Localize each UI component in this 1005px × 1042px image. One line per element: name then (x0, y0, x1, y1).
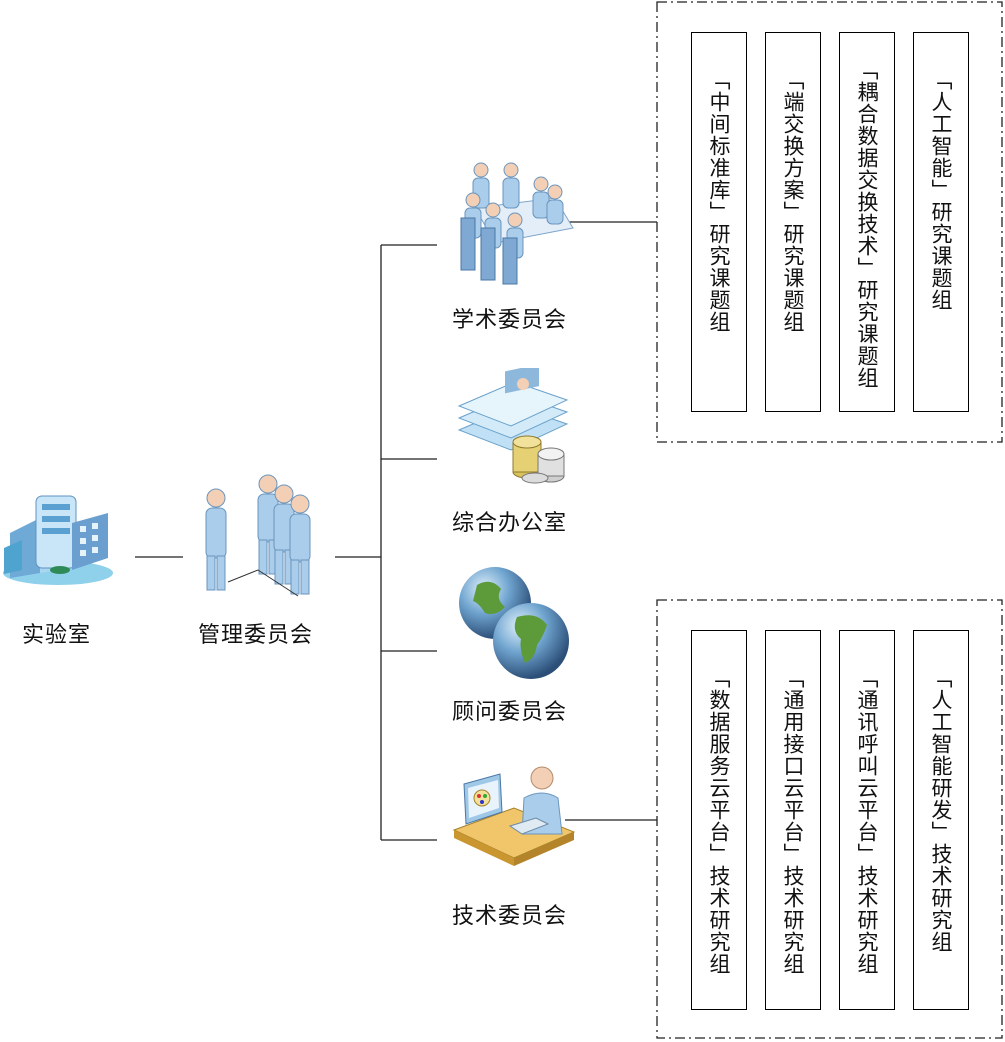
globes-icon (459, 567, 569, 679)
technical-group-label: 「通讯呼叫云平台」技术研究组 (855, 667, 879, 975)
academic-group-box: 「中间标准库」研究课题组 (691, 32, 747, 412)
management-committee-label: 管理委员会 (198, 623, 314, 648)
technical-group-box: 「通用接口云平台」技术研究组 (765, 630, 821, 1010)
people-group-icon (205, 474, 311, 597)
technical-group-label: 「人工智能研发」技术研究组 (929, 667, 953, 953)
technical-group-label: 「通用接口云平台」技术研究组 (781, 667, 805, 975)
academic-group-label: 「端交换方案」研究课题组 (781, 69, 805, 333)
academic-group-box: 「端交换方案」研究课题组 (765, 32, 821, 412)
technical-committee-label: 技术委员会 (452, 904, 568, 929)
academic-group-label: 「中间标准库」研究课题组 (707, 69, 731, 333)
academic-group-label: 「人工智能」研究课题组 (929, 69, 953, 311)
meeting-icon (460, 162, 574, 285)
advisory-committee-label: 顾问委员会 (452, 700, 568, 725)
academic-group-box: 「人工智能」研究课题组 (913, 32, 969, 412)
technical-group-label: 「数据服务云平台」技术研究组 (707, 667, 731, 975)
technical-group-box: 「通讯呼叫云平台」技术研究组 (839, 630, 895, 1010)
academic-committee-label: 学术委员会 (452, 308, 568, 333)
designer-workstation-icon (452, 766, 576, 866)
lab-label: 实验室 (22, 623, 92, 648)
general-office-label: 综合办公室 (452, 511, 568, 536)
building-icon (3, 495, 113, 585)
academic-group-label: 「耦合数据交换技术」研究课题组 (855, 59, 879, 389)
technical-group-box: 「数据服务云平台」技术研究组 (691, 630, 747, 1010)
documents-coins-icon (457, 368, 569, 484)
technical-group-box: 「人工智能研发」技术研究组 (913, 630, 969, 1010)
academic-group-box: 「耦合数据交换技术」研究课题组 (839, 32, 895, 412)
